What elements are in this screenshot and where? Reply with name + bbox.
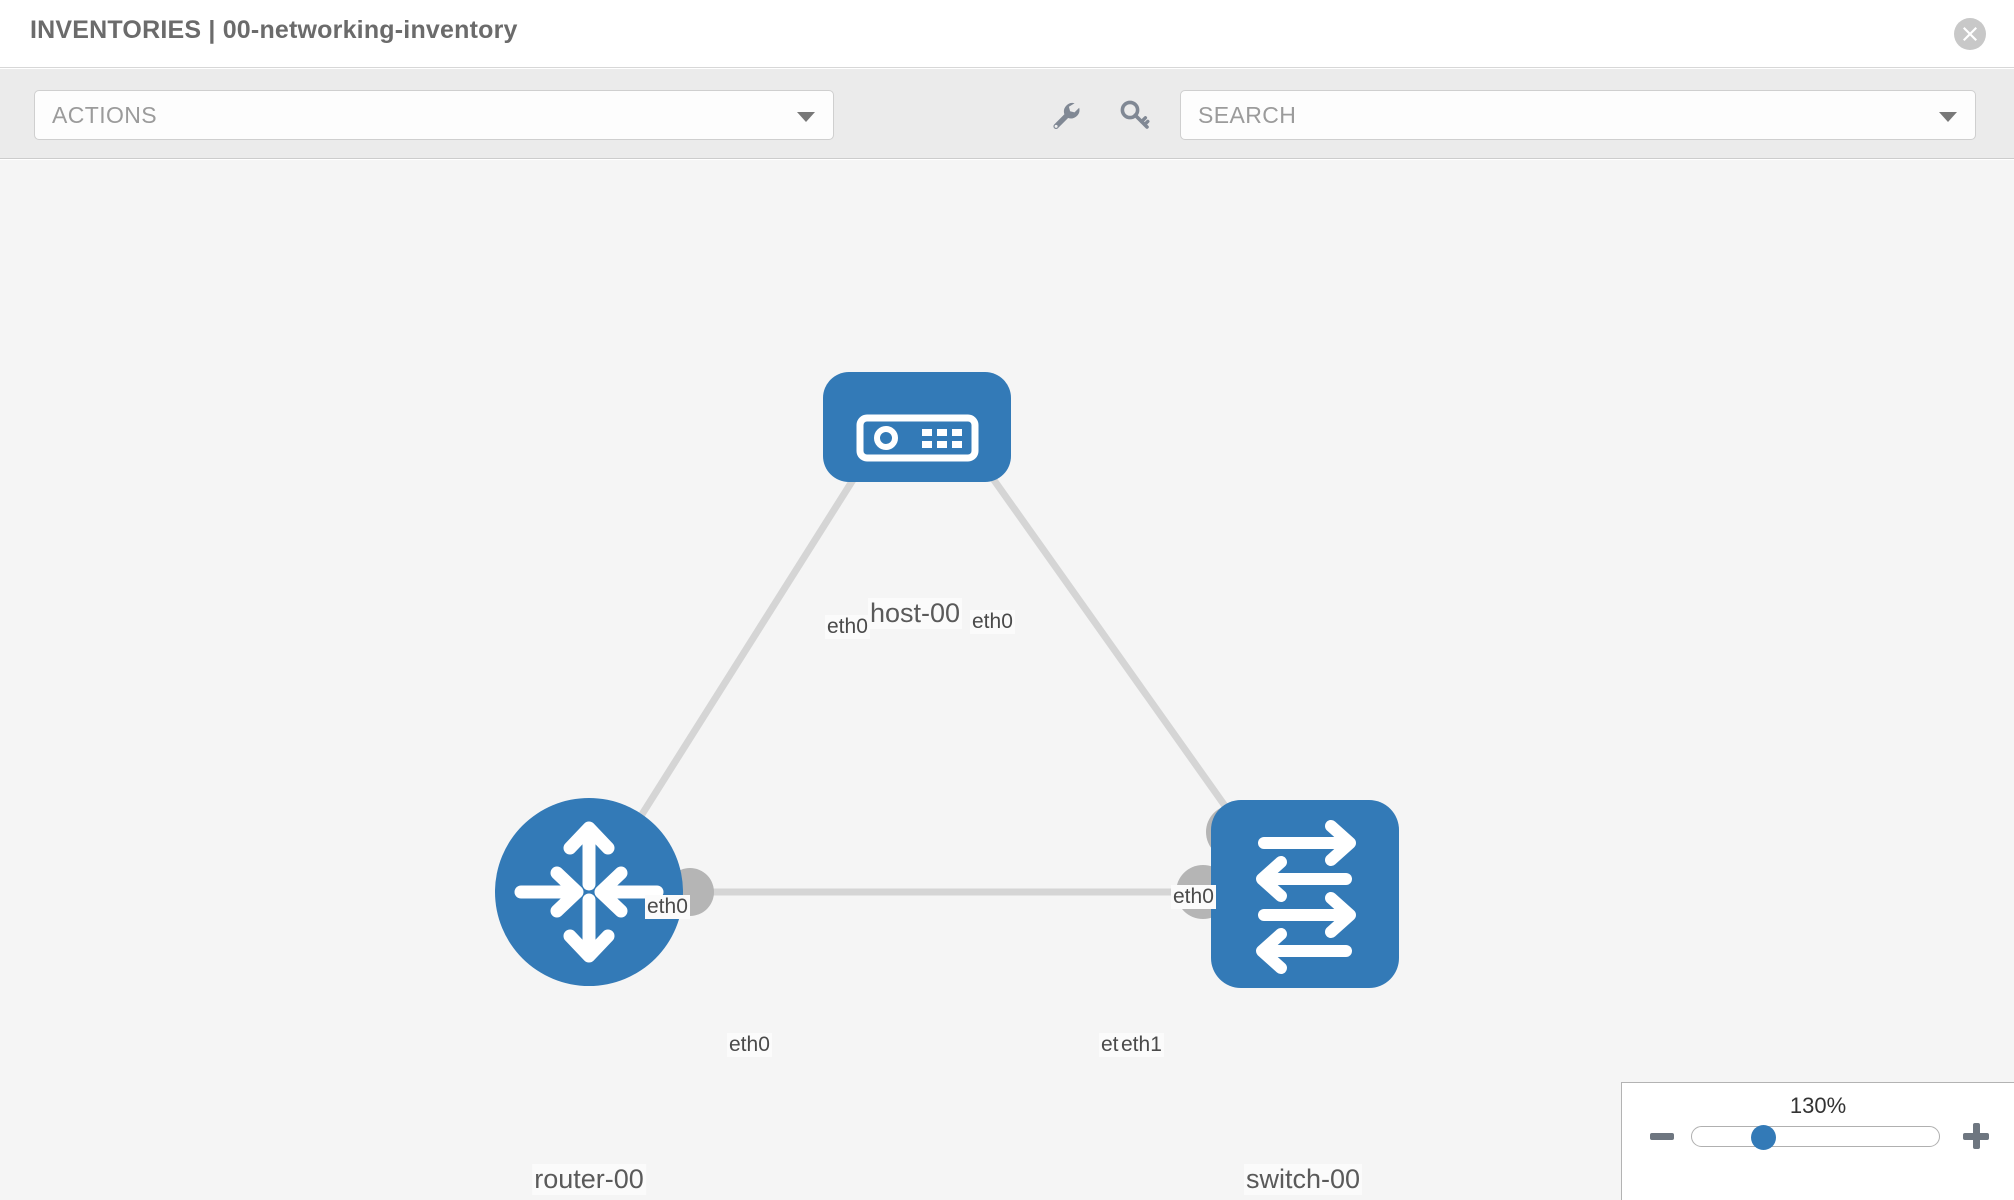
page-title: INVENTORIES | 00-networking-inventory	[30, 16, 518, 44]
edge-label-switch-eth1: eth1	[1119, 1033, 1164, 1057]
node-label-router-00: router-00	[532, 1164, 646, 1195]
actions-dropdown[interactable]: ACTIONS	[34, 90, 834, 140]
edge-host-router	[619, 416, 895, 848]
close-icon[interactable]	[1954, 18, 1986, 50]
search-placeholder: SEARCH	[1198, 102, 1297, 128]
node-router-00[interactable]	[495, 798, 683, 986]
node-host-00[interactable]	[823, 372, 1011, 482]
minus-icon[interactable]	[1650, 1133, 1674, 1140]
wrench-icon[interactable]	[1046, 96, 1084, 134]
edge-label-router-eth0: eth0	[727, 1033, 772, 1057]
edge-host-switch	[947, 415, 1255, 847]
toolbar: ACTIONS SEARCH	[0, 69, 2014, 159]
topology-canvas[interactable]: host-00 router-00 switch-00 eth0 eth0 et…	[0, 160, 2014, 1200]
zoom-slider-thumb[interactable]	[1751, 1125, 1776, 1150]
key-icon[interactable]	[1116, 96, 1154, 134]
chevron-down-icon	[1939, 112, 1957, 122]
chevron-down-icon	[797, 112, 815, 122]
node-label-switch-00: switch-00	[1243, 1164, 1363, 1195]
topology-graph	[495, 372, 1399, 988]
plus-icon[interactable]	[1963, 1123, 1989, 1149]
node-switch-00[interactable]	[1211, 800, 1399, 988]
zoom-control-panel: 130%	[1621, 1082, 2014, 1200]
actions-dropdown-label: ACTIONS	[52, 102, 158, 128]
page-header: INVENTORIES | 00-networking-inventory	[0, 0, 2014, 68]
edge-label-host-eth0-right: eth0	[970, 610, 1015, 634]
zoom-slider-track[interactable]	[1691, 1126, 1940, 1147]
edge-label-switch-eth0-uplink: eth0	[1171, 885, 1216, 909]
edge-label-router-eth0-uplink: eth0	[645, 895, 690, 919]
node-label-host-00: host-00	[867, 598, 963, 629]
zoom-level-label: 130%	[1789, 1093, 1847, 1118]
edge-label-host-eth0-left: eth0	[825, 615, 870, 639]
search-input[interactable]: SEARCH	[1180, 90, 1976, 140]
